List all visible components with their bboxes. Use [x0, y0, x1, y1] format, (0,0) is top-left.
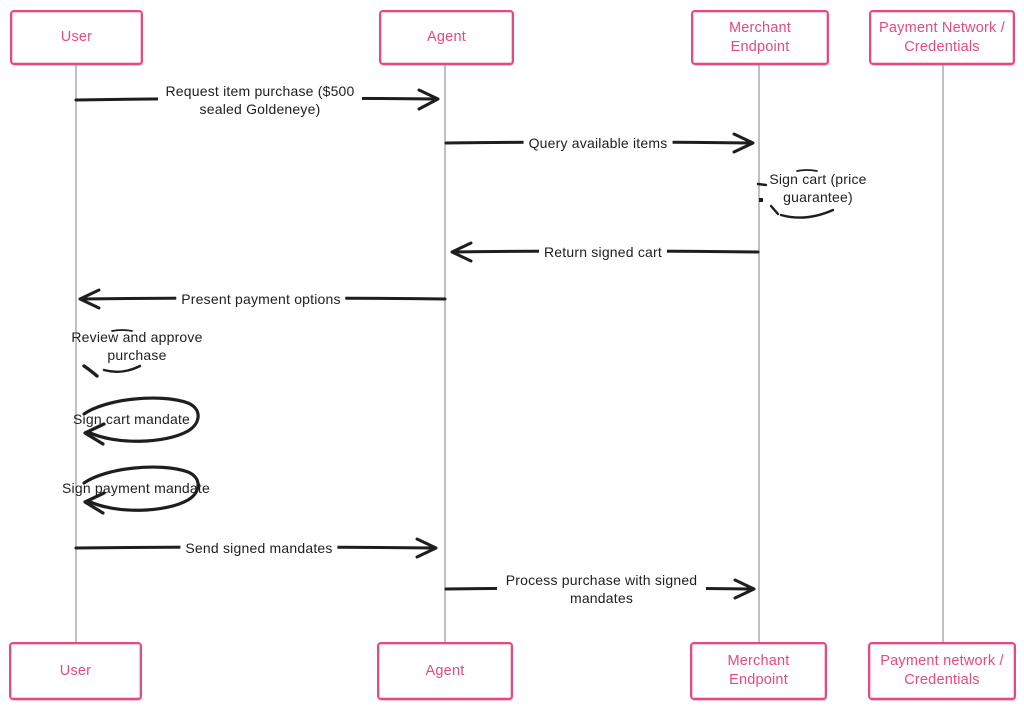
message-label-sign-payment-mandate: Sign payment mandate [62, 480, 210, 496]
actor-box-user-top: User [10, 10, 143, 65]
message-label-request-item-purchase: Request item purchase ($500 sealed Golde… [158, 82, 362, 118]
actor-box-payment-top: Payment Network / Credentials [869, 10, 1015, 65]
message-label-process-purchase: Process purchase with signed mandates [497, 571, 706, 607]
arrowhead-right-icon [417, 88, 440, 111]
arrowhead-right-icon [415, 537, 438, 559]
arrowhead-left-icon [83, 491, 106, 515]
arrowhead-right-icon [732, 132, 755, 154]
actor-box-user-bottom: User [9, 642, 142, 700]
message-label-review-and-approve: Review and approve purchase [71, 329, 203, 363]
self-arrow-review-and-approve [82, 329, 142, 378]
actor-box-agent-top: Agent [379, 10, 514, 65]
arrowhead-left-icon [78, 288, 101, 310]
self-loop-sign-cart-mandate [82, 396, 200, 446]
message-label-send-signed-mandates: Send signed mandates [180, 539, 338, 557]
arrowhead-left-icon [450, 241, 473, 263]
arrowhead-left-icon [83, 422, 106, 446]
lifelines [75, 64, 944, 644]
actor-box-payment-bottom: Payment network / Credentials [868, 642, 1016, 700]
message-label-sign-cart-price-guarantee: Sign cart (price guarantee) [769, 171, 867, 205]
message-label-return-signed-cart: Return signed cart [539, 243, 667, 261]
arrowhead-right-icon [733, 578, 756, 600]
self-loop-sign-payment-mandate [82, 465, 200, 515]
actor-box-merchant-top: Merchant Endpoint [691, 10, 829, 65]
actor-box-merchant-bottom: Merchant Endpoint [690, 642, 827, 700]
message-label-present-payment-options: Present payment options [176, 290, 346, 308]
message-label-query-available-items: Query available items [523, 134, 673, 152]
message-label-sign-cart-mandate: Sign cart mandate [73, 411, 191, 427]
self-arrow-sign-cart-price-guarantee [756, 169, 835, 219]
actor-box-agent-bottom: Agent [377, 642, 513, 700]
